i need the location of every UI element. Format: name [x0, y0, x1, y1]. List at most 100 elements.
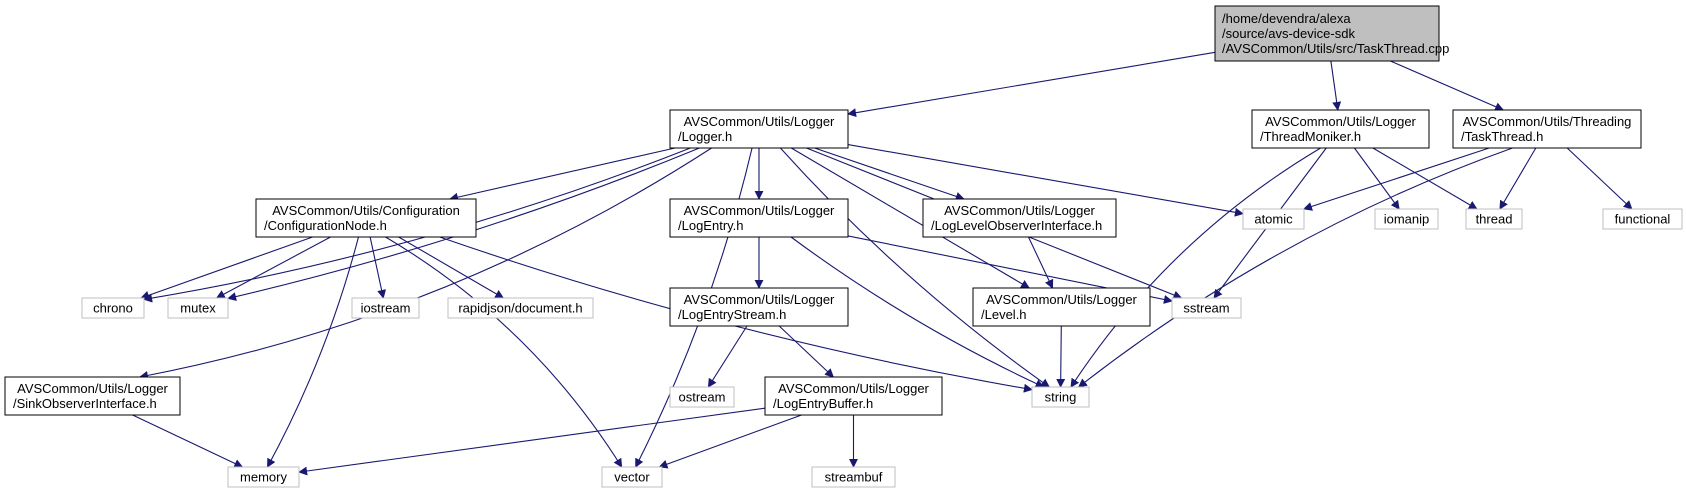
- node-iomanip-box: [1374, 208, 1439, 230]
- edges: [132, 51, 1633, 476]
- edge-root-to-threadmoniker: [1330, 60, 1342, 111]
- node-sinkobs[interactable]: AVSCommon/Utils/Logger/SinkObserverInter…: [4, 376, 181, 416]
- node-logentrystream-label-1: /LogEntryStream.h: [678, 307, 786, 322]
- edge-taskthread-to-atomic: [1303, 147, 1490, 211]
- node-sinkobs-label-0: AVSCommon/Utils/Logger: [17, 381, 168, 396]
- node-streambuf[interactable]: streambuf: [811, 466, 896, 488]
- node-atomic-box: [1242, 208, 1305, 230]
- node-iostream-box: [351, 297, 420, 319]
- edge-level-to-string: [1056, 325, 1066, 388]
- node-ostream[interactable]: ostream: [669, 386, 735, 408]
- node-confignode-label-1: /ConfigurationNode.h: [264, 218, 387, 233]
- node-string-box: [1031, 386, 1090, 408]
- node-sinkobs-box: [4, 376, 181, 416]
- node-chrono-label-0: chrono: [93, 301, 133, 316]
- node-vector-box: [601, 466, 663, 488]
- edge-logentrybuffer-to-memory: [298, 407, 766, 476]
- edge-root-to-taskthread: [1390, 60, 1505, 111]
- edge-logentrystream-to-ostream: [707, 325, 748, 388]
- node-logentrybuffer-label-1: /LogEntryBuffer.h: [773, 396, 873, 411]
- node-root-label-0: /home/devendra/alexa: [1222, 11, 1351, 26]
- edge-confignode-to-mutex: [215, 236, 331, 299]
- node-logger-label-1: /Logger.h: [678, 129, 732, 144]
- node-rapidjson-box: [447, 297, 594, 319]
- node-logentry-label-0: AVSCommon/Utils/Logger: [684, 203, 835, 218]
- node-logger-label-0: AVSCommon/Utils/Logger: [684, 114, 835, 129]
- node-threadmoniker[interactable]: AVSCommon/Utils/Logger/ThreadMoniker.h: [1251, 109, 1430, 149]
- node-logger[interactable]: AVSCommon/Utils/Logger/Logger.h: [669, 109, 849, 149]
- node-mutex-label-0: mutex: [180, 301, 216, 316]
- node-logentrystream[interactable]: AVSCommon/Utils/Logger/LogEntryStream.h: [669, 287, 849, 327]
- node-rapidjson[interactable]: rapidjson/document.h: [447, 297, 594, 319]
- node-iomanip-label-0: iomanip: [1384, 212, 1430, 227]
- edge-logentrystream-to-logentrybuffer: [778, 325, 834, 378]
- node-level[interactable]: AVSCommon/Utils/Logger/Level.h: [972, 287, 1151, 327]
- node-loglevelobs-label-1: /LogLevelObserverInterface.h: [931, 218, 1102, 233]
- node-root[interactable]: /home/devendra/alexa/source/avs-device-s…: [1214, 5, 1449, 62]
- node-iomanip[interactable]: iomanip: [1374, 208, 1439, 230]
- node-mutex-box: [167, 297, 229, 319]
- node-logentry[interactable]: AVSCommon/Utils/Logger/LogEntry.h: [669, 198, 849, 238]
- edge-logger-to-chrono: [143, 147, 691, 303]
- node-threadmoniker-label-0: AVSCommon/Utils/Logger: [1265, 114, 1416, 129]
- edge-logentry-to-string: [790, 236, 1045, 388]
- edge-logger-to-sinkobs: [139, 147, 712, 380]
- edge-logger-to-string: [779, 147, 1050, 388]
- node-taskthread-box: [1452, 109, 1642, 149]
- node-taskthread[interactable]: AVSCommon/Utils/Threading/TaskThread.h: [1452, 109, 1642, 149]
- node-ostream-label-0: ostream: [679, 390, 726, 405]
- node-logentry-box: [669, 198, 849, 238]
- node-confignode[interactable]: AVSCommon/Utils/Configuration/Configurat…: [255, 198, 477, 238]
- node-sstream[interactable]: sstream: [1171, 297, 1242, 319]
- node-loglevelobs-label-0: AVSCommon/Utils/Logger: [944, 203, 1095, 218]
- node-sstream-box: [1171, 297, 1242, 319]
- node-logentrystream-label-0: AVSCommon/Utils/Logger: [684, 292, 835, 307]
- edge-taskthread-to-thread: [1499, 147, 1537, 210]
- node-mutex[interactable]: mutex: [167, 297, 229, 319]
- node-loglevelobs[interactable]: AVSCommon/Utils/Logger/LogLevelObserverI…: [922, 198, 1117, 238]
- node-functional-label-0: functional: [1615, 212, 1671, 227]
- node-logentrystream-box: [669, 287, 849, 327]
- node-functional[interactable]: functional: [1602, 208, 1683, 230]
- node-logger-box: [669, 109, 849, 149]
- node-logentrybuffer-label-0: AVSCommon/Utils/Logger: [778, 381, 929, 396]
- node-atomic[interactable]: atomic: [1242, 208, 1305, 230]
- node-threadmoniker-box: [1251, 109, 1430, 149]
- node-iostream[interactable]: iostream: [351, 297, 420, 319]
- node-thread-box: [1465, 208, 1523, 230]
- edge-confignode-to-iostream: [369, 236, 387, 299]
- node-root-box: [1214, 5, 1440, 62]
- node-functional-box: [1602, 208, 1683, 230]
- node-vector[interactable]: vector: [601, 466, 663, 488]
- edge-logentrybuffer-to-vector: [658, 414, 802, 469]
- edge-logger-to-loglevelobs: [814, 147, 965, 201]
- node-rapidjson-label-0: rapidjson/document.h: [458, 301, 582, 316]
- node-streambuf-box: [811, 466, 896, 488]
- edge-confignode-to-memory: [266, 236, 360, 468]
- edge-confignode-to-rapidjson: [398, 236, 505, 299]
- node-taskthread-label-0: AVSCommon/Utils/Threading: [1463, 114, 1632, 129]
- nodes: /home/devendra/alexa/source/avs-device-s…: [4, 5, 1683, 488]
- node-ostream-box: [669, 386, 735, 408]
- edge-logger-to-confignode: [449, 147, 676, 202]
- node-level-box: [972, 287, 1151, 327]
- node-logentrybuffer[interactable]: AVSCommon/Utils/Logger/LogEntryBuffer.h: [764, 376, 943, 416]
- node-sstream-label-0: sstream: [1183, 301, 1229, 316]
- node-level-label-0: AVSCommon/Utils/Logger: [986, 292, 1137, 307]
- node-root-label-1: /source/avs-device-sdk: [1222, 26, 1355, 41]
- node-memory-label-0: memory: [240, 470, 287, 485]
- edge-confignode-to-chrono: [140, 236, 313, 300]
- node-level-label-1: /Level.h: [981, 307, 1027, 322]
- node-chrono[interactable]: chrono: [81, 297, 145, 319]
- node-iostream-label-0: iostream: [361, 301, 411, 316]
- node-thread[interactable]: thread: [1465, 208, 1523, 230]
- node-confignode-label-0: AVSCommon/Utils/Configuration: [272, 203, 460, 218]
- node-string[interactable]: string: [1031, 386, 1090, 408]
- edge-logger-to-atomic: [847, 144, 1244, 217]
- edge-sinkobs-to-memory: [132, 414, 244, 468]
- edge-root-to-logger: [847, 51, 1216, 118]
- node-memory[interactable]: memory: [227, 466, 300, 488]
- edge-threadmoniker-to-string: [1070, 147, 1321, 388]
- edge-taskthread-to-string: [1077, 147, 1513, 388]
